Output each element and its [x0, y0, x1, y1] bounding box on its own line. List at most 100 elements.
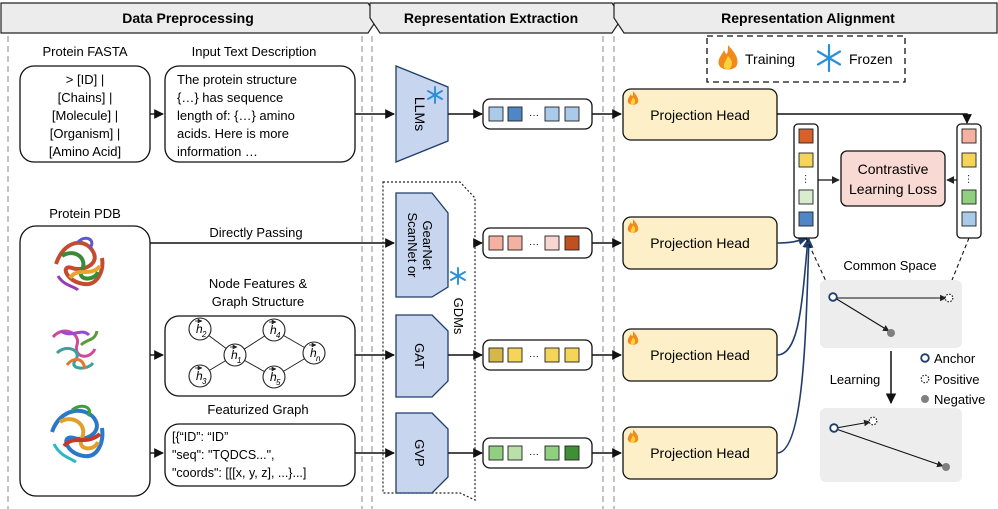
- text-desc-lines: The protein structure {…} has sequence l…: [177, 72, 297, 159]
- projection-head-2: Projection Head: [622, 216, 778, 270]
- node-features-label: Node Features &: [209, 276, 308, 291]
- legend-box: Training Frozen: [706, 35, 906, 83]
- fasta-line: > [ID] |: [66, 72, 104, 87]
- graph-node-subscript: 2: [201, 330, 207, 339]
- negative-legend-label: Negative: [934, 392, 985, 407]
- embedding-vector-gvp: ···: [482, 437, 593, 469]
- positive-legend-label: Positive: [934, 372, 980, 387]
- featurized-line: "coords": [[[x, y, z], ...}...]: [172, 466, 306, 480]
- stack-cells: ··· ···: [798, 128, 977, 227]
- vector-to-projection-arrows: [592, 109, 622, 458]
- negative-point: [942, 463, 950, 471]
- gat-encoder: GAT: [395, 314, 449, 398]
- gdms-label: GDMs: [451, 298, 466, 335]
- embedding-cell: [488, 347, 504, 363]
- anchor-legend-marker: [920, 353, 930, 363]
- right-stack-cells: ···: [961, 128, 977, 227]
- fasta-line: [Amino Acid]: [49, 144, 121, 159]
- legend-frozen-label: Frozen: [849, 51, 893, 67]
- common-space-label: Common Space: [843, 258, 936, 273]
- header-extraction: Representation Extraction: [404, 10, 578, 26]
- positive-point: [944, 293, 954, 303]
- structure-projections-to-left-stack: [776, 235, 814, 454]
- stack-cell: [798, 189, 814, 205]
- text-desc-line: information …: [177, 144, 258, 159]
- graph-node-label: h: [270, 323, 277, 337]
- fasta-title: Protein FASTA: [42, 44, 127, 59]
- left-stack-to-space-link: [805, 237, 831, 291]
- common-space-after-points: [829, 416, 950, 471]
- embedding-vector-gat: ···: [482, 339, 593, 371]
- stack-cell: [798, 128, 814, 144]
- common-space-box-after: [820, 408, 962, 482]
- embedding-cell: [564, 347, 580, 363]
- positive-point: [868, 416, 878, 426]
- fire-icon: [627, 429, 639, 443]
- stack-cell: [961, 128, 977, 144]
- stack-cell: [961, 189, 977, 205]
- pdb-title: Protein PDB: [49, 206, 121, 221]
- graph-node-label: h: [270, 370, 277, 384]
- graph-node-label: h: [196, 369, 203, 383]
- projection-head-1: Projection Head: [622, 88, 778, 141]
- text-desc-line: length of: {…} amino: [177, 108, 295, 123]
- llm-label: LLMs: [412, 97, 428, 131]
- embedding-cell: [488, 106, 504, 122]
- negative-legend-marker: [921, 395, 929, 403]
- gearnet-label-2: ScanNet or: [405, 212, 420, 278]
- projection-head-label: Projection Head: [650, 107, 750, 123]
- graph-node-subscript: 5: [276, 378, 281, 387]
- text-desc-line: acids. Here is more: [177, 126, 289, 141]
- fire-icon: [627, 91, 639, 105]
- featurized-line: "seq": "TQDCS...",: [172, 448, 275, 462]
- anchor-point: [829, 423, 839, 433]
- stack-cell: [961, 152, 977, 168]
- legend-training-label: Training: [745, 51, 795, 67]
- embedding-cell: [544, 106, 560, 122]
- snowflake-icon: [427, 86, 443, 104]
- projection-head-label: Projection Head: [650, 235, 750, 251]
- embedding-cell: [488, 445, 504, 461]
- right-stack-to-space-link: [947, 237, 970, 291]
- projection-head-4: Projection Head: [622, 426, 778, 480]
- stack-cell: [798, 211, 814, 227]
- embedding-vector-gearnet: ···: [482, 227, 593, 259]
- embedding-cell: [564, 106, 580, 122]
- featurized-lines: [{“ID”: “ID” "seq": "TQDCS...", "coords"…: [172, 430, 306, 480]
- positive-legend-marker: [920, 374, 930, 384]
- embedding-cell: [564, 445, 580, 461]
- stack-cell: [961, 211, 977, 227]
- embedding-ellipsis: ···: [529, 110, 539, 121]
- graph-node-subscript: 4: [276, 331, 281, 340]
- protein-structure-image-1: [54, 236, 105, 292]
- anchor-point: [828, 292, 838, 302]
- graph-node-subscript: 1: [237, 356, 241, 365]
- protein-structure-image-2: [51, 329, 99, 370]
- left-stack-cells: ···: [798, 128, 814, 227]
- negative-point: [887, 329, 895, 337]
- gdm-group-outline: [382, 181, 476, 501]
- protein-structure-image-3: [50, 404, 105, 464]
- featurized-graph-label: Featurized Graph: [207, 402, 308, 417]
- gearnet-encoder: GearNet ScanNet or: [395, 192, 449, 298]
- stack-cell: [798, 152, 814, 168]
- embedding-vectors: ··· ··· ··· ···: [482, 98, 593, 469]
- graph-structure-box: [164, 315, 356, 397]
- learning-label: Learning: [830, 372, 881, 387]
- embedding-cell: [544, 347, 560, 363]
- stack-ellipsis: ···: [963, 174, 974, 184]
- graph-node-label: h: [231, 348, 238, 362]
- projection-head-3: Projection Head: [622, 328, 778, 382]
- text-desc-line: The protein structure: [177, 72, 297, 87]
- graph-structure-label: Graph Structure: [212, 294, 305, 309]
- featurized-graph-box: [164, 423, 356, 487]
- loss-label-1: Contrastive: [858, 161, 929, 177]
- fire-icon: [627, 219, 639, 233]
- embedding-cell: [507, 106, 523, 122]
